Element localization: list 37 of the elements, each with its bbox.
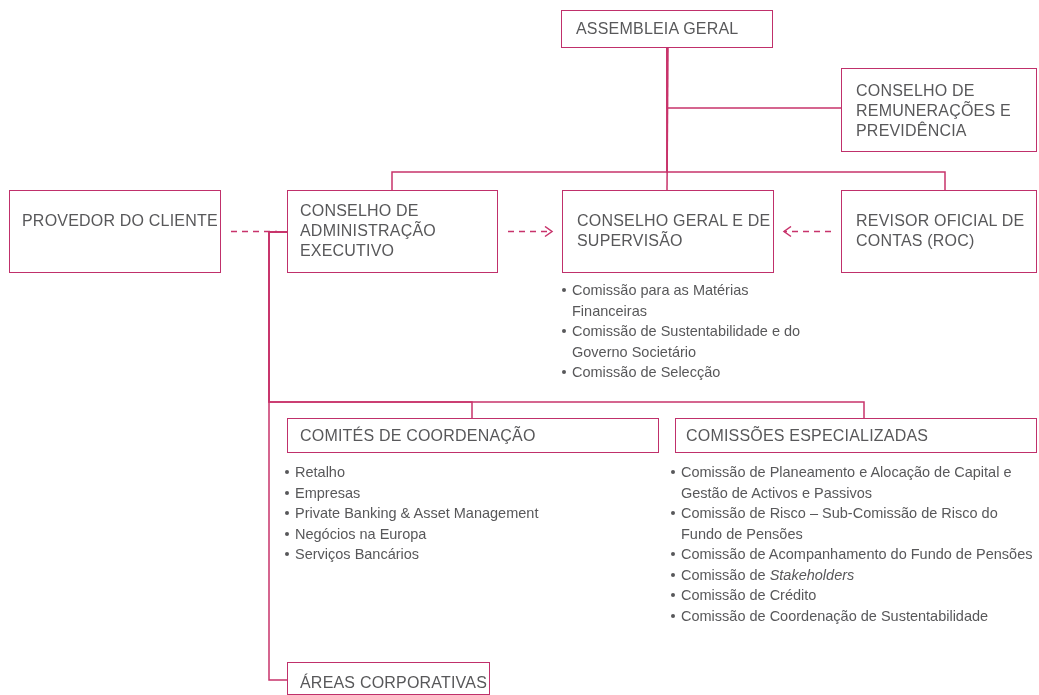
list-item: Retalho	[295, 463, 345, 482]
box-title: CONSELHO DE REMUNERAÇÕES E PREVIDÊNCIA	[856, 81, 1012, 141]
list-item: Empresas	[295, 483, 361, 503]
connector-line	[666, 47, 669, 191]
box-title: REVISOR OFICIAL DE CONTAS (ROC)	[856, 211, 1026, 251]
org-box	[287, 662, 490, 695]
org-box	[9, 190, 221, 273]
box-title: PROVEDOR DO CLIENTE	[22, 211, 219, 231]
list-item: Comissão de Sustentabilidade e do Governo Societário	[572, 322, 802, 362]
org-box	[841, 68, 1037, 152]
connector-line	[268, 231, 288, 681]
arrow	[507, 225, 553, 238]
list-item: Comissão de Risco – Sub-Comissão de Risco do Fundo de Pensões	[681, 504, 999, 544]
list-item: Comissão de Coordenação de Sustentabilidade	[681, 606, 989, 626]
arrow	[783, 225, 832, 238]
box-title: ÁREAS CORPORATIVAS	[300, 673, 489, 693]
box-title: CONSELHO DE ADMINISTRAÇÃO EXECUTIVO	[300, 201, 437, 261]
list-item: Private Banking & Asset Management	[295, 504, 539, 523]
list-item: Comissão de Acompanhamento do Fundo de Pensões	[681, 545, 1033, 564]
org-box	[287, 190, 498, 273]
connector-line	[666, 47, 946, 191]
list-item: Comissão de Crédito	[681, 586, 817, 605]
list-item: Comissão de Selecção	[572, 363, 721, 382]
list-item: Comissão para as Matérias Financeiras	[572, 281, 750, 321]
org-box	[675, 418, 1037, 453]
org-box	[561, 10, 773, 48]
box-title: CONSELHO GERAL E DE SUPERVISÃO	[577, 211, 772, 251]
list-item: Comissão de Stakeholders	[681, 565, 855, 585]
list-item: Comissão de Planeamento e Alocação de Capital e Gestão de Activos e Passivos	[681, 463, 1013, 503]
org-box	[562, 190, 774, 273]
list-item: Serviços Bancários	[295, 545, 420, 564]
box-title: ASSEMBLEIA GERAL	[576, 19, 740, 39]
org-box	[287, 418, 659, 453]
box-title: COMISSÕES ESPECIALIZADAS	[686, 426, 930, 446]
list-item: Negócios na Europa	[295, 524, 427, 544]
org-box	[841, 190, 1037, 273]
box-title: COMITÉS DE COORDENAÇÃO	[300, 426, 537, 446]
